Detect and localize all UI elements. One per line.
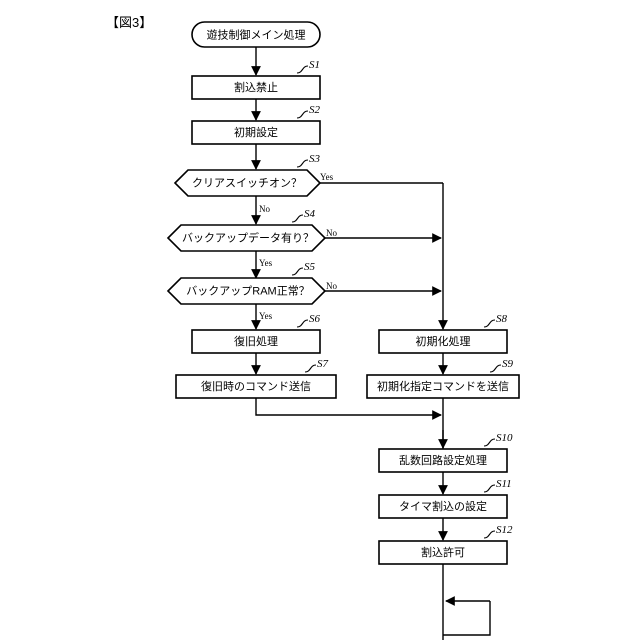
node-s7[interactable]: 復旧時のコマンド送信 bbox=[175, 374, 337, 399]
s6-shape bbox=[191, 329, 321, 354]
s5-leader-line bbox=[291, 267, 304, 276]
s8-step-label: S8 bbox=[496, 313, 508, 325]
s8-shape bbox=[378, 329, 508, 354]
s9-step-label: S9 bbox=[502, 358, 514, 370]
edge-loop-back bbox=[443, 601, 491, 636]
s5-no-label: No bbox=[326, 281, 337, 291]
s5-step-label: S5 bbox=[304, 261, 316, 273]
node-start[interactable]: 遊技制御メイン処理 bbox=[191, 21, 321, 48]
s9-label: 初期化指定コマンドを送信 bbox=[377, 379, 509, 393]
s5-shape bbox=[166, 277, 327, 305]
s8-leader-line bbox=[483, 319, 496, 328]
s9-leader-line bbox=[489, 364, 502, 373]
edge-s7-to-rail bbox=[255, 398, 442, 420]
start-shape bbox=[191, 21, 321, 48]
node-s12[interactable]: 割込許可 bbox=[378, 540, 508, 565]
node-s3[interactable]: クリアスイッチオン？ bbox=[173, 169, 322, 197]
s12-step-label: S12 bbox=[496, 524, 513, 536]
s11-shape bbox=[378, 494, 508, 519]
s1-label: 割込禁止 bbox=[234, 80, 278, 94]
s5-label: バックアップRAM正常？ bbox=[186, 284, 309, 297]
s3-leader-line bbox=[296, 159, 309, 168]
s7-label: 復旧時のコマンド送信 bbox=[201, 379, 311, 393]
s6-label: 復旧処理 bbox=[234, 335, 278, 348]
s2-label: 初期設定 bbox=[234, 125, 278, 139]
s3-label: クリアスイッチオン？ bbox=[192, 176, 302, 189]
s1-step-label: S1 bbox=[309, 59, 320, 71]
s4-shape bbox=[166, 224, 327, 252]
s1-leader-line bbox=[296, 65, 309, 74]
node-s10[interactable]: 乱数回路設定処理 bbox=[378, 448, 508, 473]
s11-leader-line bbox=[483, 484, 496, 493]
s8-label: 初期化処理 bbox=[416, 334, 471, 348]
node-s4[interactable]: バックアップデータ有り？ bbox=[166, 224, 327, 252]
s5-yes-label: Yes bbox=[259, 311, 273, 321]
s11-label: タイマ割込の設定 bbox=[399, 499, 487, 513]
s12-label: 割込許可 bbox=[421, 545, 465, 559]
figure-title: 【図3】 bbox=[106, 15, 153, 30]
s2-step-label: S2 bbox=[309, 104, 321, 116]
s11-step-label: S11 bbox=[496, 478, 512, 490]
node-s1[interactable]: 割込禁止 bbox=[191, 75, 321, 100]
node-s5[interactable]: バックアップRAM正常？ bbox=[166, 277, 327, 305]
node-s8[interactable]: 初期化処理 bbox=[378, 329, 508, 354]
s12-shape bbox=[378, 540, 508, 565]
s4-label: バックアップデータ有り？ bbox=[182, 230, 314, 244]
s7-step-label: S7 bbox=[317, 358, 329, 370]
s1-shape bbox=[191, 75, 321, 100]
s7-leader-line bbox=[304, 364, 317, 373]
s2-shape bbox=[191, 120, 321, 145]
s4-no-label: No bbox=[326, 228, 337, 238]
s7-shape bbox=[175, 374, 337, 399]
node-s11[interactable]: タイマ割込の設定 bbox=[378, 494, 508, 519]
s4-yes-label: Yes bbox=[259, 258, 273, 268]
s3-no-label: No bbox=[259, 204, 270, 214]
s10-step-label: S10 bbox=[496, 432, 513, 444]
s6-leader-line bbox=[296, 319, 309, 328]
node-s6[interactable]: 復旧処理 bbox=[191, 329, 321, 354]
s10-shape bbox=[378, 448, 508, 473]
s3-yes-label: Yes bbox=[320, 172, 334, 182]
s3-shape bbox=[173, 169, 322, 197]
s3-step-label: S3 bbox=[309, 153, 321, 165]
connector-layer bbox=[251, 47, 491, 640]
s4-leader-line bbox=[291, 214, 304, 223]
s6-step-label: S6 bbox=[309, 313, 321, 325]
s9-shape bbox=[366, 374, 520, 399]
s10-label: 乱数回路設定処理 bbox=[399, 453, 487, 467]
s2-leader-line bbox=[296, 110, 309, 119]
s4-step-label: S4 bbox=[304, 208, 316, 220]
s12-leader-line bbox=[483, 530, 496, 539]
start-label: 遊技制御メイン処理 bbox=[207, 27, 306, 41]
node-s9[interactable]: 初期化指定コマンドを送信 bbox=[366, 374, 520, 399]
node-s2[interactable]: 初期設定 bbox=[191, 120, 321, 145]
s10-leader-line bbox=[483, 438, 496, 447]
